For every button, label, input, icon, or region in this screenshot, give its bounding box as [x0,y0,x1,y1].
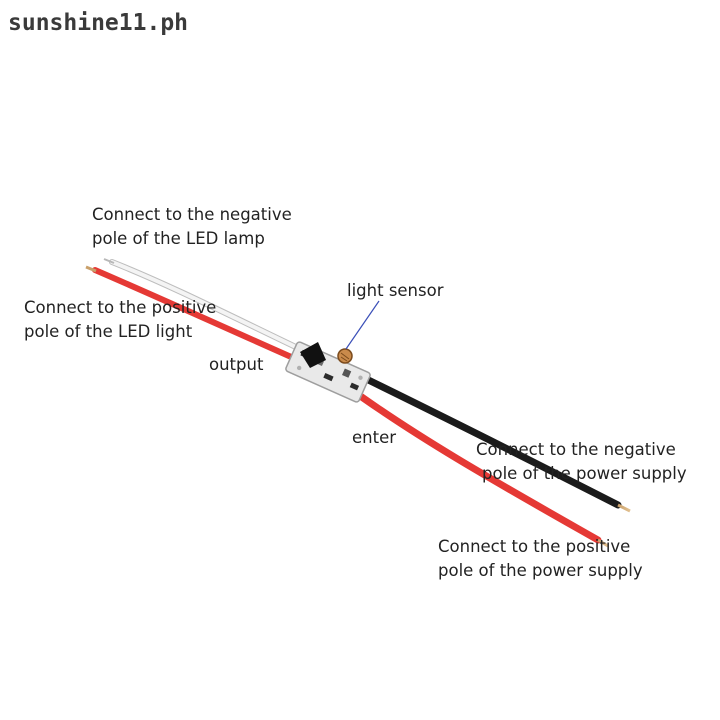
circuit-board [285,341,371,403]
label-led-negative: Connect to the negative pole of the LED … [92,203,292,251]
label-supply-positive: Connect to the positive pole of the powe… [438,535,643,583]
red-wire-led-positive [85,265,301,363]
label-led-positive-line2: pole of the LED light [24,322,193,341]
black-wire-supply-negative [348,368,631,513]
label-supply-positive-line1: Connect to the positive [438,537,631,556]
label-led-negative-line2: pole of the LED lamp [92,229,265,248]
label-output: output [209,355,264,374]
label-supply-negative: Connect to the negative pole of the powe… [476,438,687,486]
watermark: sunshine11.ph [8,10,189,36]
label-led-positive-line1: Connect to the positive [24,298,217,317]
label-led-negative-line1: Connect to the negative [92,205,292,224]
label-supply-positive-line2: pole of the power supply [438,561,643,580]
light-sensor-pointer [345,300,380,350]
label-enter: enter [352,428,397,447]
light-sensor-component [337,348,353,364]
label-supply-negative-line1: Connect to the negative [476,440,676,459]
white-wire-led-negative [103,258,305,353]
transistor-component [300,342,326,368]
red-wire-supply-positive [341,381,609,548]
label-supply-negative-line2: pole of the power supply [482,464,687,483]
label-light-sensor: light sensor [347,281,444,300]
label-led-positive: Connect to the positive pole of the LED … [24,296,216,344]
